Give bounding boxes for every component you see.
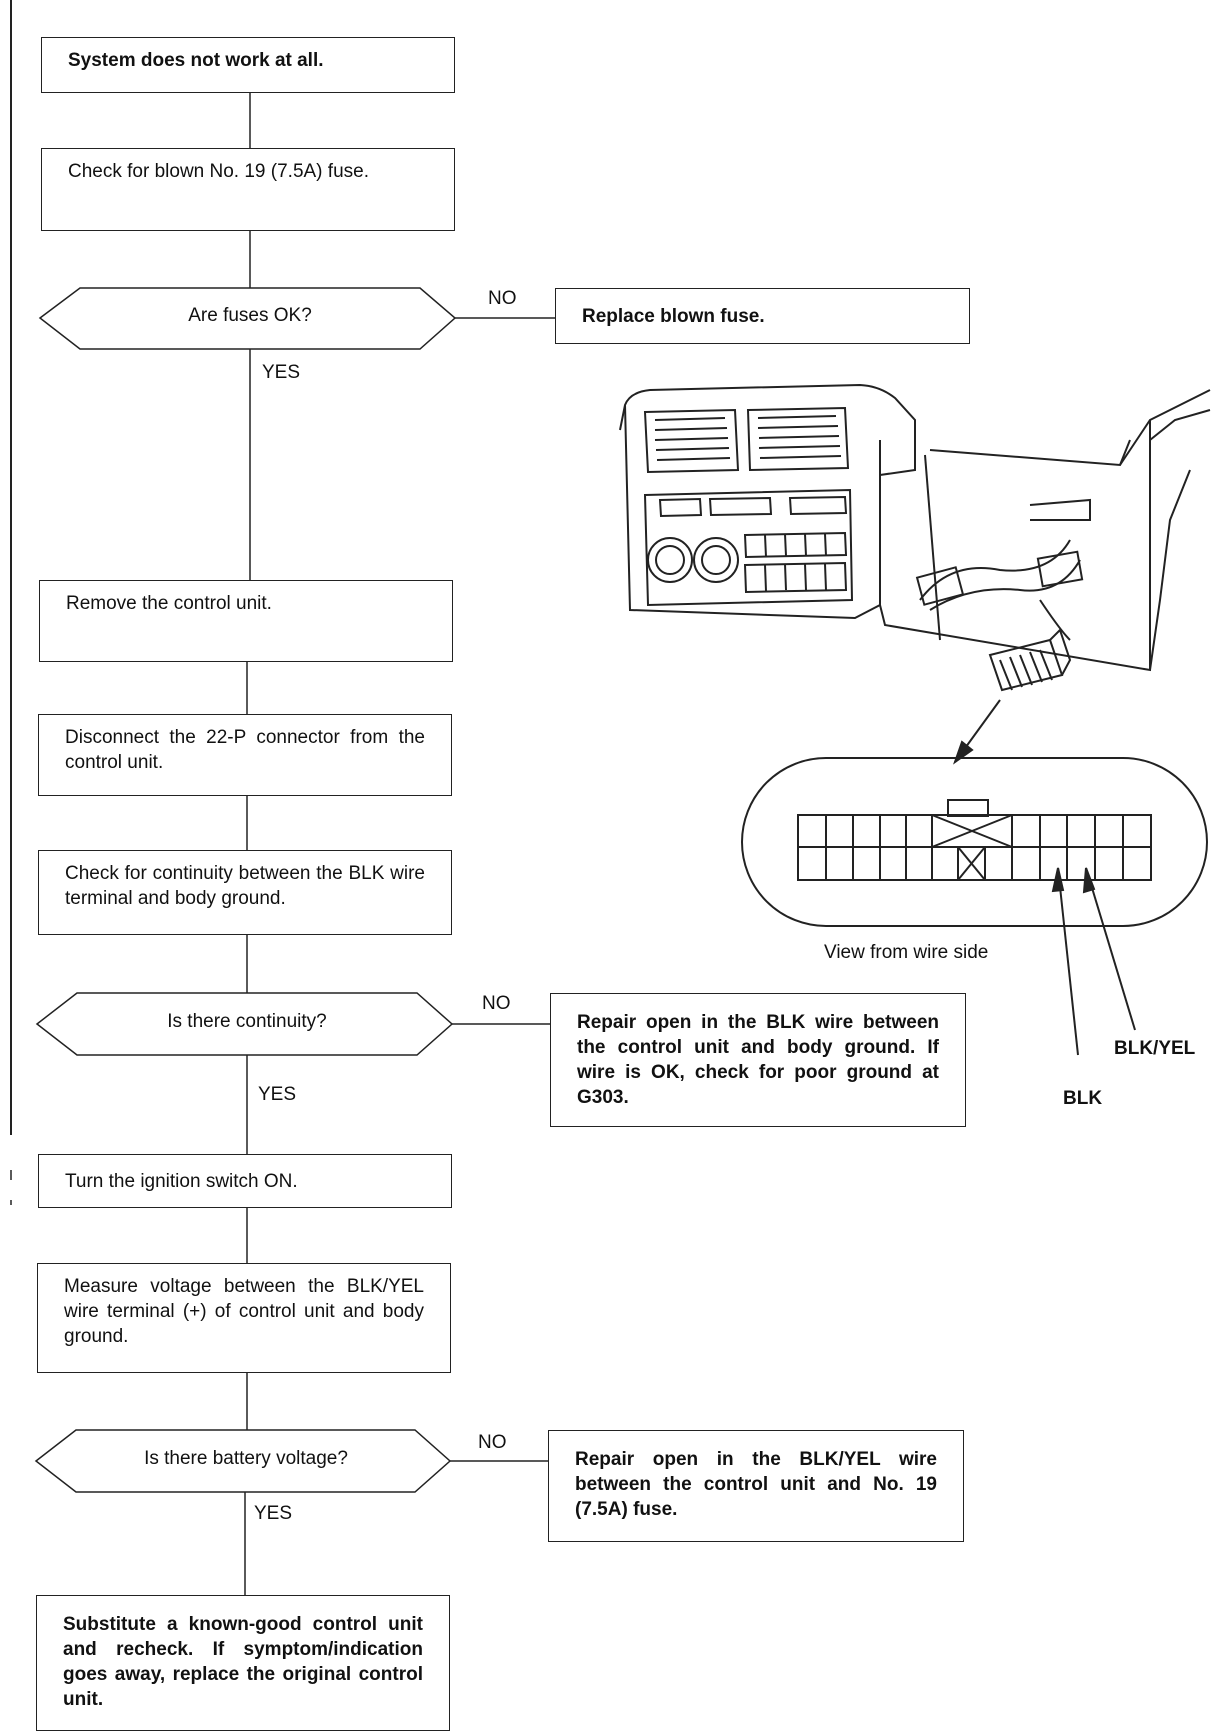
action-replace-fuse: Replace blown fuse. xyxy=(555,288,970,344)
label-no-fuses: NO xyxy=(488,288,517,309)
step-disconnect-connector: Disconnect the 22-P connector from the c… xyxy=(38,714,452,796)
label-no-continuity: NO xyxy=(482,993,511,1014)
decision-fuses-ok xyxy=(38,287,457,350)
action-substitute-unit: Substitute a known-good control unit and… xyxy=(36,1595,450,1731)
flow-connectors xyxy=(34,93,555,1595)
connector-detail xyxy=(741,757,1208,1056)
decision-battery-voltage xyxy=(34,1429,452,1493)
illustration-caption: View from wire side xyxy=(824,942,989,963)
decision-battery-voltage-text: Is there battery voltage? xyxy=(144,1448,348,1469)
blk-leader xyxy=(1057,867,1079,1056)
decision-continuity-text: Is there continuity? xyxy=(167,1011,327,1032)
action-repair-blk: Repair open in the BLK wire between the … xyxy=(550,993,966,1127)
step-measure-voltage: Measure voltage between the BLK/YEL wire… xyxy=(37,1263,451,1373)
decision-continuity xyxy=(35,992,454,1056)
label-yes-continuity: YES xyxy=(258,1084,297,1105)
action-repair-blkyel: Repair open in the BLK/YEL wire between … xyxy=(548,1430,964,1542)
label-no-voltage: NO xyxy=(478,1432,507,1453)
step-check-fuse: Check for blown No. 19 (7.5A) fuse. xyxy=(41,148,455,231)
step-remove-unit: Remove the control unit. xyxy=(39,580,453,662)
decision-fuses-ok-text: Are fuses OK? xyxy=(188,305,312,326)
blkyel-leader xyxy=(1085,867,1136,1031)
step-check-continuity: Check for continuity between the BLK wir… xyxy=(38,850,452,935)
label-yes-voltage: YES xyxy=(254,1503,293,1524)
step-start: System does not work at all. xyxy=(41,37,455,93)
step-ignition-on: Turn the ignition switch ON. xyxy=(38,1154,452,1208)
label-wire-blk: BLK xyxy=(1063,1088,1103,1109)
label-wire-blkyel: BLK/YEL xyxy=(1114,1038,1196,1059)
label-yes-fuses: YES xyxy=(262,362,301,383)
dashboard-illustration xyxy=(619,383,1211,765)
